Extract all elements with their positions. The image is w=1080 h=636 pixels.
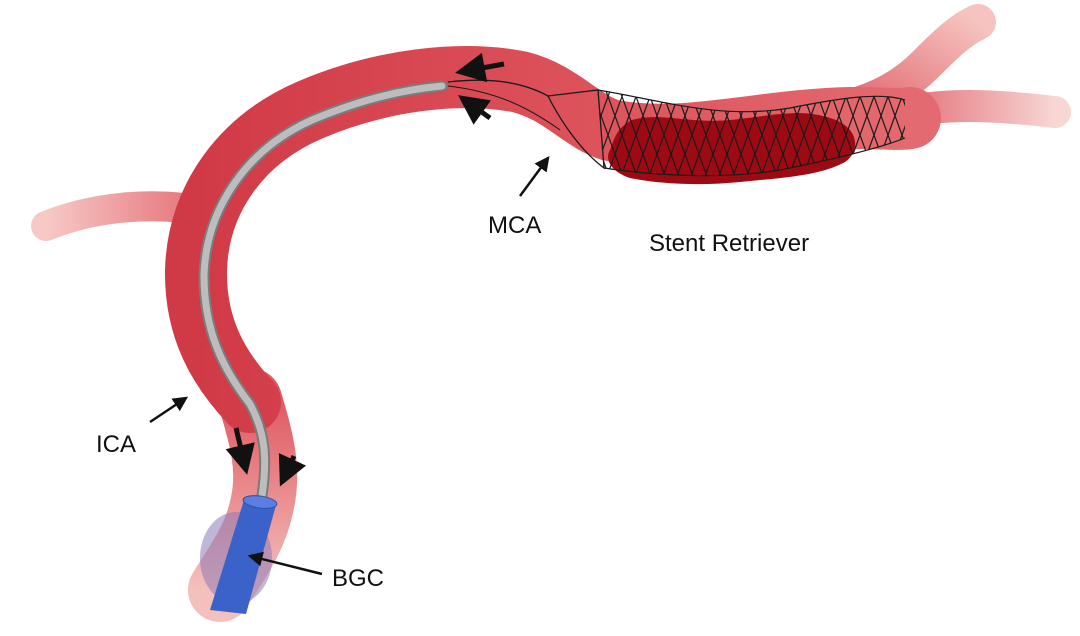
label-pointers xyxy=(149,155,550,576)
stent-strut xyxy=(598,90,629,176)
balloon-guide-catheter xyxy=(210,495,278,614)
flow-arrows xyxy=(225,52,505,487)
arrow-icon xyxy=(225,427,255,475)
label-ica: ICA xyxy=(96,431,137,458)
arrow-icon xyxy=(278,453,307,487)
arrow-icon xyxy=(455,52,505,83)
arrow-icon xyxy=(457,95,492,125)
stent-strut xyxy=(598,90,615,176)
clot xyxy=(608,113,856,185)
label-bgc: BGC xyxy=(332,565,385,592)
stent-retriever-wire xyxy=(447,85,561,131)
stent-retriever-outline xyxy=(597,89,906,177)
pointer-arrow-icon xyxy=(518,155,550,197)
stent-retriever-cone xyxy=(447,79,605,170)
pointer-arrow-icon xyxy=(149,396,189,424)
label-stent-retriever: Stent Retriever xyxy=(649,230,810,257)
aspiration-catheter-core xyxy=(200,82,446,500)
pointer-arrow-icon xyxy=(247,551,323,576)
label-mca: MCA xyxy=(488,212,542,239)
